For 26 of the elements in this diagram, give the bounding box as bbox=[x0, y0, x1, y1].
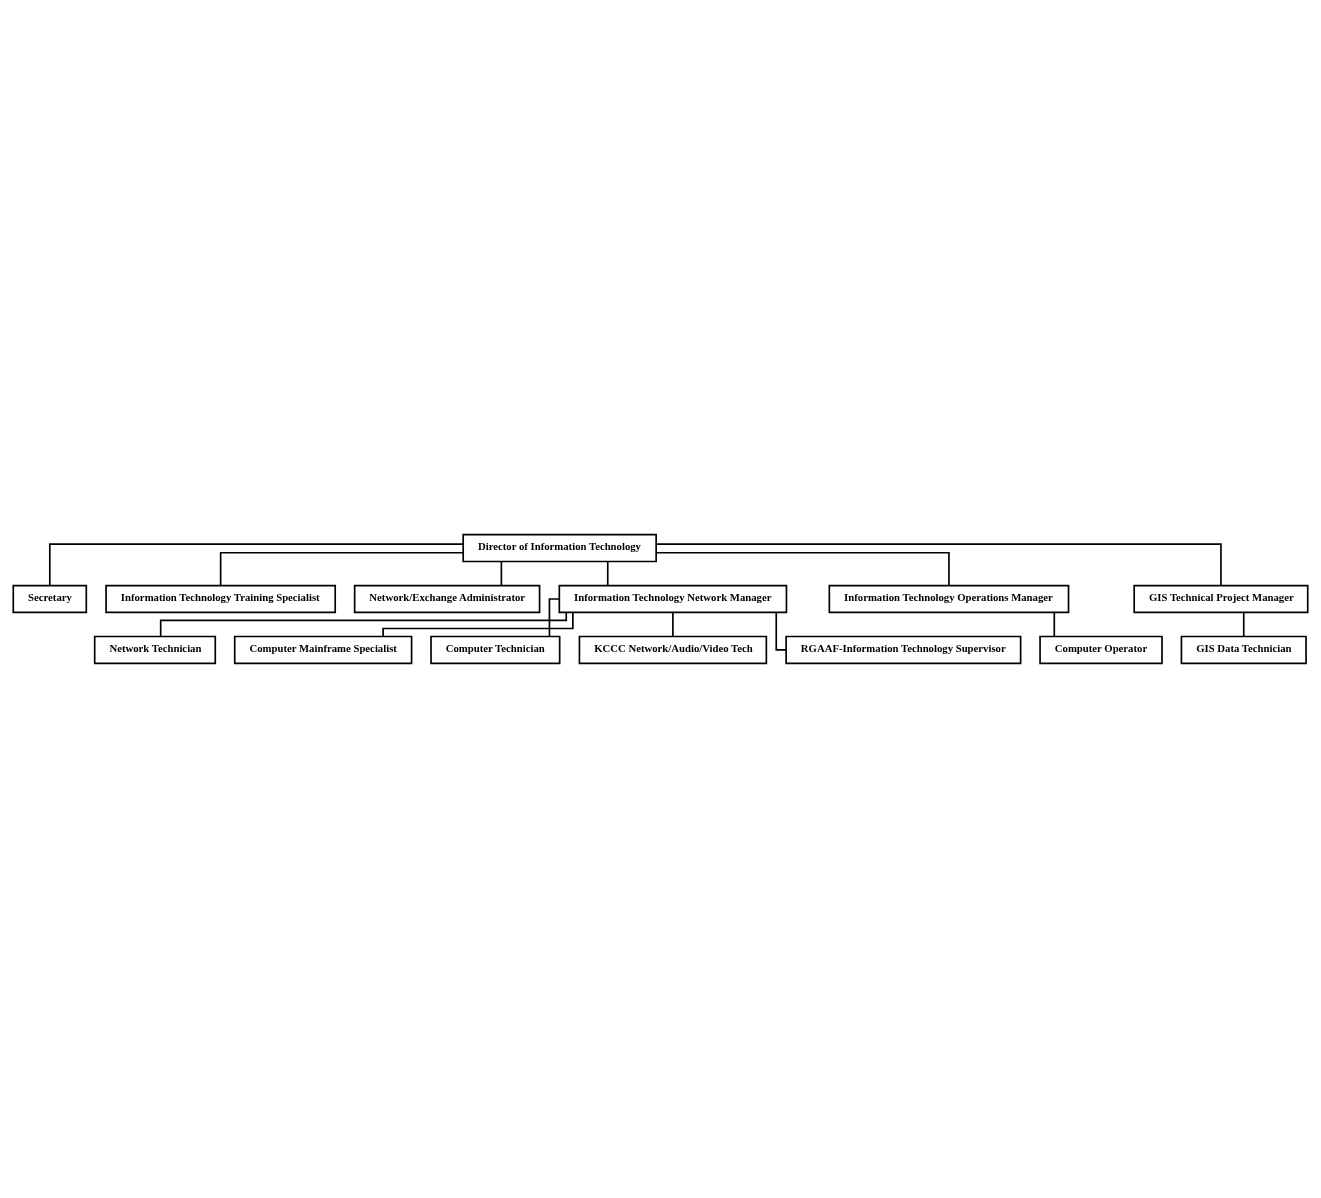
node-box: Network/Exchange Administrator bbox=[353, 584, 541, 614]
connector bbox=[672, 611, 674, 638]
node-box: Network Technician bbox=[93, 635, 217, 665]
node-box: Computer Operator bbox=[1039, 635, 1163, 665]
connector bbox=[1053, 611, 1056, 638]
connector bbox=[382, 611, 574, 638]
node-box: GIS Data Technician bbox=[1180, 635, 1307, 665]
node-box: Secretary bbox=[12, 584, 88, 614]
node-box: GIS Technical Project Manager bbox=[1133, 584, 1309, 614]
node-box: Computer Mainframe Specialist bbox=[233, 635, 413, 665]
connector bbox=[606, 560, 609, 587]
node-box: KCCC Network/Audio/Video Tech bbox=[578, 635, 768, 665]
connector bbox=[548, 598, 560, 638]
connector bbox=[655, 543, 1222, 587]
connector bbox=[48, 543, 464, 587]
connector bbox=[655, 551, 950, 587]
node-box: Information Technology Operations Manager bbox=[828, 584, 1070, 614]
node-box: Information Technology Network Manager bbox=[558, 584, 788, 614]
node-box: Information Technology Training Specialist bbox=[105, 584, 337, 614]
connector bbox=[775, 611, 787, 651]
connector bbox=[1242, 611, 1245, 638]
connector bbox=[500, 560, 503, 587]
node-box: Director of Information Technology bbox=[462, 533, 657, 563]
connector bbox=[219, 551, 464, 587]
node-box: Computer Technician bbox=[430, 635, 561, 665]
node-box: RGAAF-Information Technology Supervisor bbox=[785, 635, 1022, 665]
